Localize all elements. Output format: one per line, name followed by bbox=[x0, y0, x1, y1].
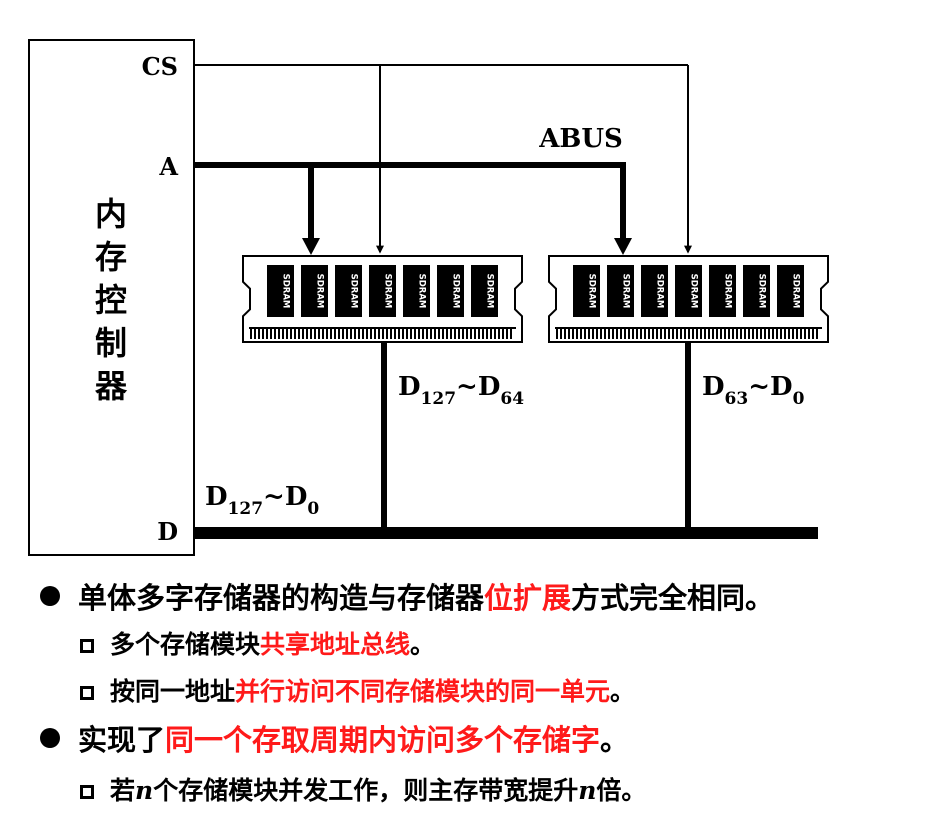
sdram-chip-label: SDRAM bbox=[587, 274, 597, 309]
controller-char-2: 存 bbox=[95, 238, 127, 276]
controller-char-4: 制 bbox=[95, 324, 127, 362]
memory-module-right: SDRAM SDRAM SDRAM SDRAM SDRAM SDRAM SDRAM bbox=[548, 255, 829, 343]
bullet-2: 实现了同一个存取周期内访问多个存储字。 bbox=[40, 717, 629, 759]
sdram-chip bbox=[301, 265, 328, 317]
sdram-chip-label: SDRAM bbox=[281, 274, 291, 309]
sdram-chip bbox=[641, 265, 668, 317]
controller-char-3: 控 bbox=[95, 281, 127, 319]
controller-char-1: 内 bbox=[95, 195, 127, 233]
sdram-chip-label: SDRAM bbox=[417, 274, 427, 309]
bullet-1-sub-2: 按同一地址并行访问不同存储模块的同一单元。 bbox=[80, 672, 635, 708]
sdram-chip bbox=[403, 265, 430, 317]
sdram-chip bbox=[675, 265, 702, 317]
bullet-dot-icon bbox=[40, 586, 60, 606]
bullet-square-icon bbox=[80, 686, 94, 700]
sdram-chip-label: SDRAM bbox=[485, 274, 495, 309]
data-bus-label: D127~D0 bbox=[205, 482, 319, 519]
cs-pin-label: CS bbox=[142, 52, 178, 81]
bullet-1: 单体多字存储器的构造与存储器位扩展方式完全相同。 bbox=[40, 575, 774, 617]
sdram-chip bbox=[777, 265, 804, 317]
left-module-data-label: D127~D64 bbox=[398, 372, 524, 409]
sdram-chip bbox=[573, 265, 600, 317]
sdram-chip bbox=[437, 265, 464, 317]
cs-signal-line bbox=[194, 64, 692, 254]
sdram-chip bbox=[369, 265, 396, 317]
sdram-chip-label: SDRAM bbox=[757, 274, 767, 309]
sdram-chip-label: SDRAM bbox=[451, 274, 461, 309]
sdram-chip bbox=[743, 265, 770, 317]
abus-label: ABUS bbox=[538, 124, 623, 154]
sdram-chip bbox=[335, 265, 362, 317]
bullet-1-sub-1: 多个存储模块共享地址总线。 bbox=[80, 625, 435, 661]
bullet-square-icon bbox=[80, 639, 94, 653]
data-lines bbox=[194, 342, 818, 539]
sdram-chip-label: SDRAM bbox=[689, 274, 699, 309]
sdram-chip-label: SDRAM bbox=[383, 274, 393, 309]
bullet-dot-icon bbox=[40, 728, 60, 748]
sdram-chip-label: SDRAM bbox=[791, 274, 801, 309]
sdram-chip-label: SDRAM bbox=[349, 274, 359, 309]
memory-controller-box bbox=[28, 39, 195, 556]
sdram-chip-label: SDRAM bbox=[723, 274, 733, 309]
bullet-2-sub-1: 若n个存储模块并发工作，则主存带宽提升n倍。 bbox=[80, 771, 646, 807]
sdram-chip-label: SDRAM bbox=[315, 274, 325, 309]
sdram-chip bbox=[607, 265, 634, 317]
bullet-square-icon bbox=[80, 785, 94, 799]
sdram-chip-label: SDRAM bbox=[655, 274, 665, 309]
a-pin-label: A bbox=[158, 152, 178, 181]
d-pin-label: D bbox=[157, 517, 178, 546]
address-bus bbox=[194, 162, 632, 255]
controller-char-5: 器 bbox=[94, 367, 128, 405]
memory-module-left: SDRAM SDRAM SDRAM SDRAM SDRAM SDRAM SDRAM bbox=[242, 255, 523, 343]
sdram-chip bbox=[471, 265, 498, 317]
sdram-chip bbox=[709, 265, 736, 317]
sdram-chip bbox=[267, 265, 294, 317]
sdram-chip-label: SDRAM bbox=[621, 274, 631, 309]
right-module-data-label: D63~D0 bbox=[702, 372, 805, 409]
